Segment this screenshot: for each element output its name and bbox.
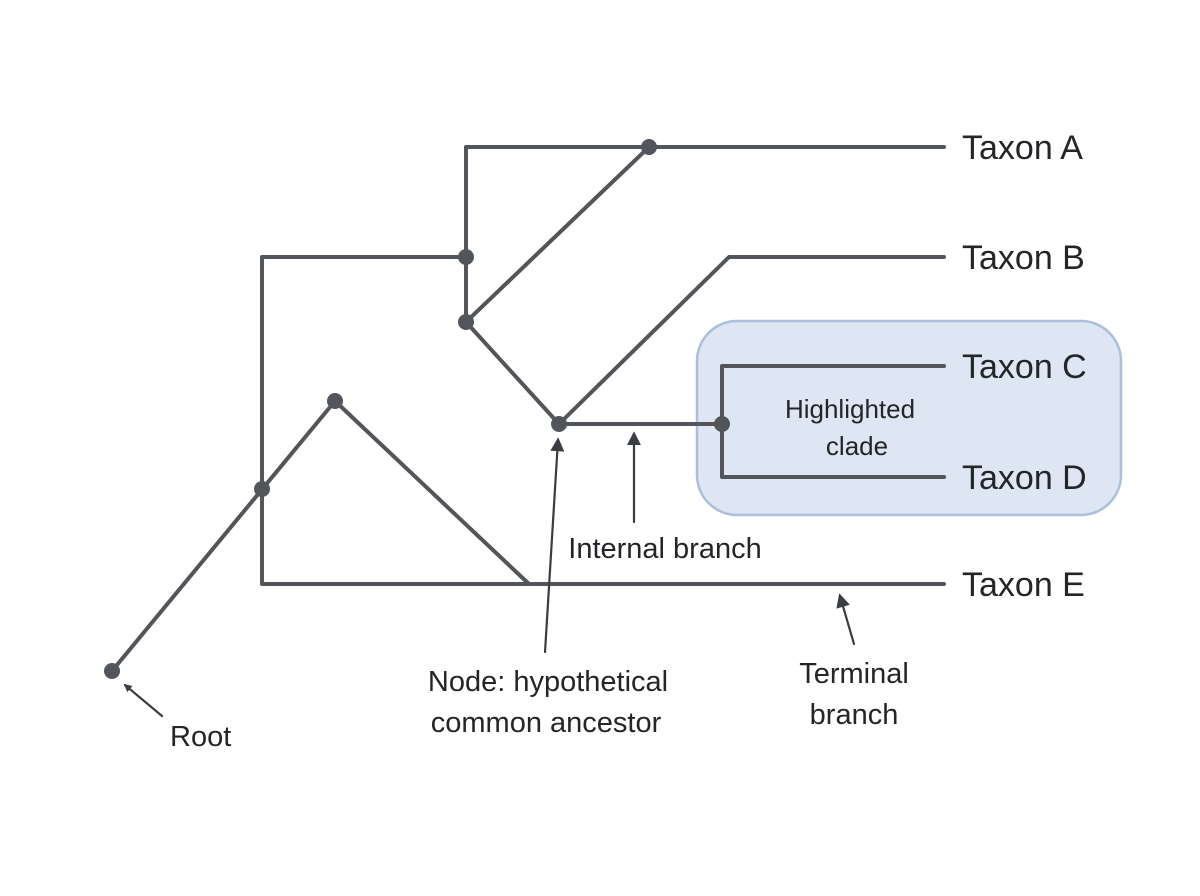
branch-root-peak (110, 399, 531, 673)
taxon-c-label: Taxon C (962, 348, 1087, 386)
node-label-line1: Node: hypothetical (428, 666, 668, 698)
node-clade (714, 416, 730, 432)
highlighted-clade-box (695, 319, 1123, 517)
taxon-b-label: Taxon B (962, 239, 1085, 277)
branch-outer-bracket (260, 255, 946, 586)
terminal-branch-label-line2: branch (810, 699, 899, 731)
root-pointer-arrow (123, 683, 164, 718)
root-node (104, 663, 120, 679)
node-outer (254, 481, 270, 497)
branch-to-taxon-a-node (464, 145, 651, 324)
branch-to-taxon-b (557, 255, 946, 426)
branch-taxon-a-bracket (464, 145, 946, 324)
node-upper-junction (458, 249, 474, 265)
branch-to-ancestor-node (464, 320, 561, 426)
clade-label-line1: Highlighted (785, 394, 915, 424)
node-common-ancestor (551, 416, 567, 432)
internal-branch-label: Internal branch (568, 533, 761, 565)
taxon-e-label: Taxon E (962, 566, 1085, 604)
taxon-a-label: Taxon A (962, 129, 1083, 167)
terminal-branch-label-line1: Terminal (799, 658, 909, 690)
root-label: Root (170, 721, 231, 753)
clade-label-line2: clade (826, 431, 888, 461)
terminal-branch-pointer-arrow (836, 593, 856, 646)
node-pointer-arrow (543, 437, 565, 654)
node-peak (327, 393, 343, 409)
node-taxon-a (641, 139, 657, 155)
node-label-line2: common ancestor (431, 707, 662, 739)
node-lower-junction (458, 314, 474, 330)
taxon-d-label: Taxon D (962, 459, 1087, 497)
